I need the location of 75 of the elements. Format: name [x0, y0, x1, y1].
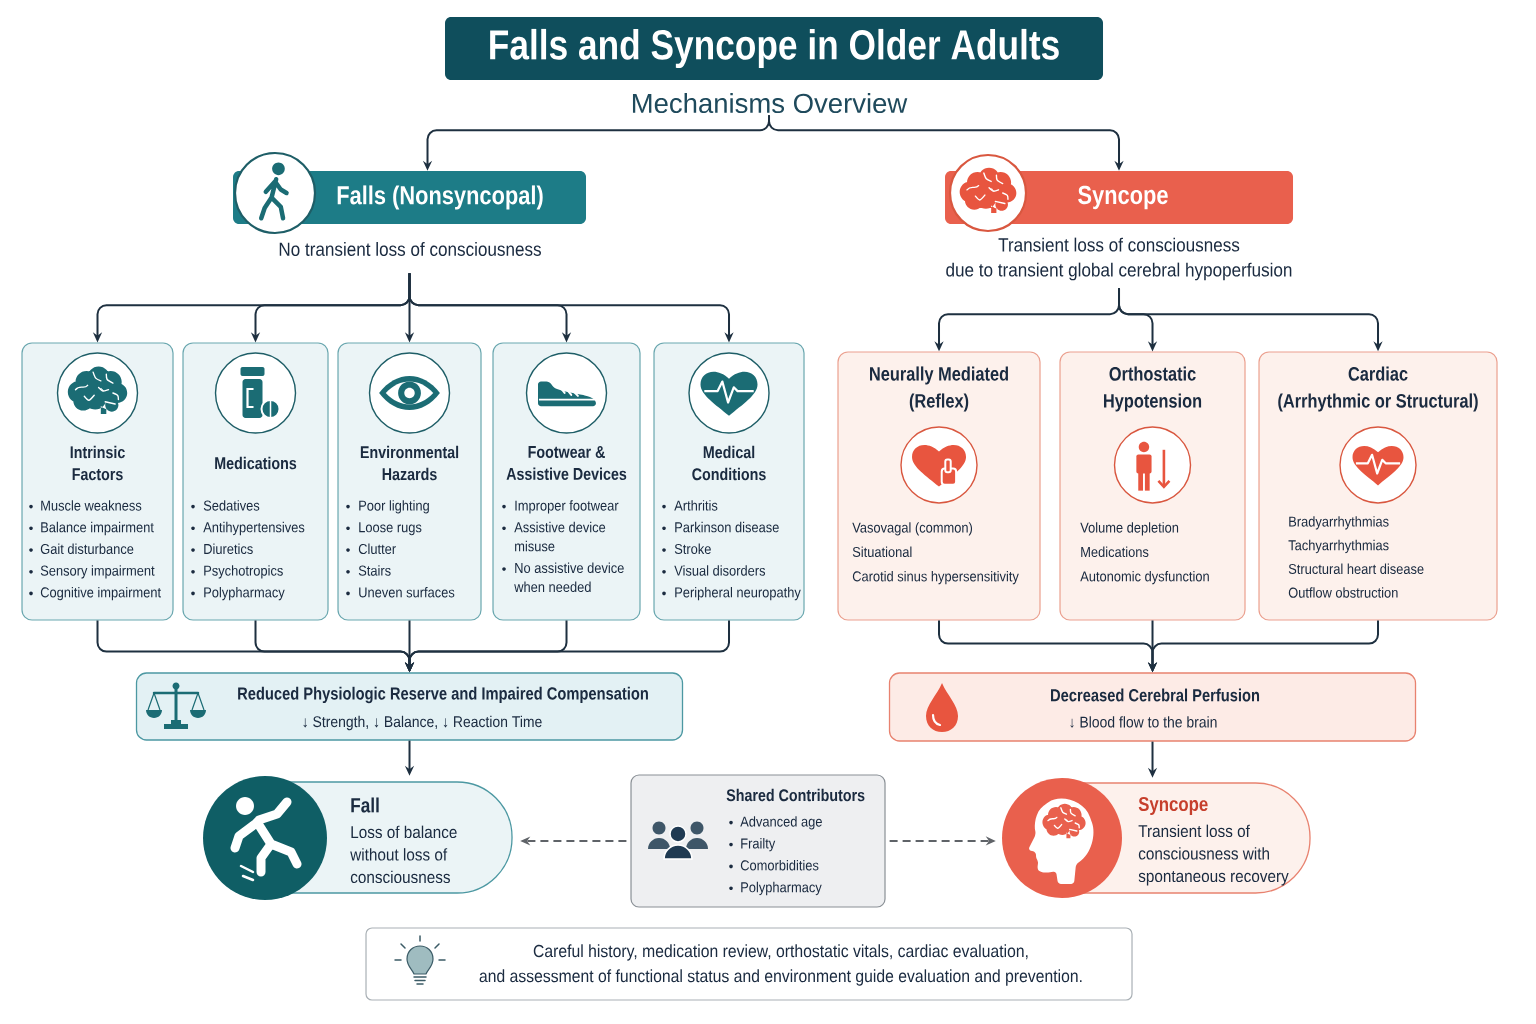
box-detail: ↓ Blood flow to the brain	[1070, 716, 1217, 728]
shared-contributors-box	[630, 774, 886, 908]
summary-box	[888, 672, 1417, 742]
factor-card	[337, 342, 482, 621]
list-item: Vasovagal (common)	[852, 522, 972, 536]
list-item: Frailty	[729, 838, 776, 852]
banner-title: Falls (Nonsyncopal)	[337, 185, 543, 210]
box-heading: Decreased Cerebral Perfusion	[1051, 688, 1260, 702]
list-item: Medications	[1081, 546, 1149, 558]
factor-card	[653, 342, 805, 621]
card-heading: Intrinsic Factors	[70, 445, 125, 481]
list-item: Gait disturbance	[29, 543, 134, 555]
list-item: Stroke	[662, 543, 711, 555]
list-item: Stairs	[346, 565, 391, 576]
list-item: Antihypertensives	[191, 521, 305, 536]
card-heading: Medications	[215, 456, 297, 470]
list-item: Advanced age	[729, 816, 822, 830]
list-item: Carotid sinus hypersensitivity	[852, 570, 1019, 585]
list-item: Psychotropics	[191, 565, 283, 579]
list-item: Poor lighting	[346, 500, 429, 514]
list-item: Muscle weakness	[29, 500, 142, 511]
list-item: Assistive device misuse	[502, 521, 606, 552]
list-item: Sedatives	[191, 500, 260, 511]
box-heading: Shared Contributors	[726, 788, 865, 802]
card-heading: Environmental Hazards	[360, 445, 459, 481]
list-item: Outflow obstruction	[1288, 587, 1398, 598]
outcome-description: Transient loss of consciousness with spontaneous recovery	[1138, 824, 1289, 886]
list-item: Arthritis	[662, 500, 718, 511]
list-item: Polypharmacy	[729, 881, 822, 896]
list-item: Sensory impairment	[29, 565, 155, 579]
list-item: Balance impairment	[29, 521, 154, 536]
card-heading: Medical Conditions	[692, 445, 766, 481]
factor-card	[492, 342, 641, 621]
list-item: Bradyarrhythmias	[1289, 516, 1389, 530]
list-item: Clutter	[346, 543, 396, 555]
outcome-title: Syncope	[1138, 796, 1208, 816]
list-item: Peripheral neuropathy	[662, 586, 801, 601]
list-item: Comorbidities	[729, 859, 819, 871]
list-item: Tachyarrhythmias	[1288, 539, 1389, 554]
banner-description: Transient loss of consciousness due to transient global cerebral hypoperfusion	[946, 237, 1292, 281]
title-banner: Falls and Syncope in Older Adults	[445, 17, 1103, 80]
list-item: Uneven surfaces	[346, 586, 455, 598]
outcome-pill	[203, 776, 513, 900]
card-heading: Orthostatic Hypotension	[1104, 366, 1202, 412]
list-item: Polypharmacy	[191, 586, 285, 601]
factor-card	[182, 342, 329, 621]
list-item: Cognitive impairment	[29, 586, 161, 601]
subtitle: Mechanisms Overview	[632, 92, 908, 114]
summary-box	[135, 672, 684, 741]
box-detail: ↓ Strength, ↓ Balance, ↓ Reaction Time	[303, 715, 542, 731]
outcome-title: Fall	[351, 797, 379, 813]
card-heading: Footwear & Assistive Devices	[506, 446, 627, 480]
list-item: Visual disorders	[662, 565, 766, 576]
card-heading: Cardiac (Arrhythmic or Structural)	[1278, 366, 1478, 412]
note-box	[365, 927, 1133, 1001]
cause-card	[1059, 351, 1246, 621]
list-item: Loose rugs	[346, 522, 422, 536]
banner-description: No transient loss of consciousness	[279, 242, 541, 256]
list-item: Structural heart disease	[1288, 563, 1424, 575]
list-item: Parkinson disease	[662, 521, 779, 533]
factor-card	[21, 342, 174, 621]
list-item: Improper footwear	[502, 500, 619, 514]
box-heading: Reduced Physiologic Reserve and Impaired Compensation	[238, 686, 648, 704]
note-text: Careful history, medication review, orthostatic vitals, cardiac evaluation, and assessment of functional status and environment guide evaluation and prevention.	[479, 944, 1082, 986]
banner-title: Syncope	[1078, 185, 1168, 210]
list-item: Situational	[852, 546, 912, 558]
list-item: Volume depletion	[1080, 522, 1179, 536]
outcome-description: Loss of balance without loss of consciousness	[350, 825, 457, 884]
list-item: Diuretics	[191, 543, 253, 555]
cause-card	[1258, 351, 1498, 621]
card-heading: Neurally Mediated (Reflex)	[870, 366, 1008, 412]
outcome-pill	[1002, 778, 1311, 898]
list-item: Autonomic dysfunction	[1080, 570, 1209, 585]
list-item: No assistive device when needed	[502, 562, 624, 593]
cause-card	[837, 351, 1041, 621]
